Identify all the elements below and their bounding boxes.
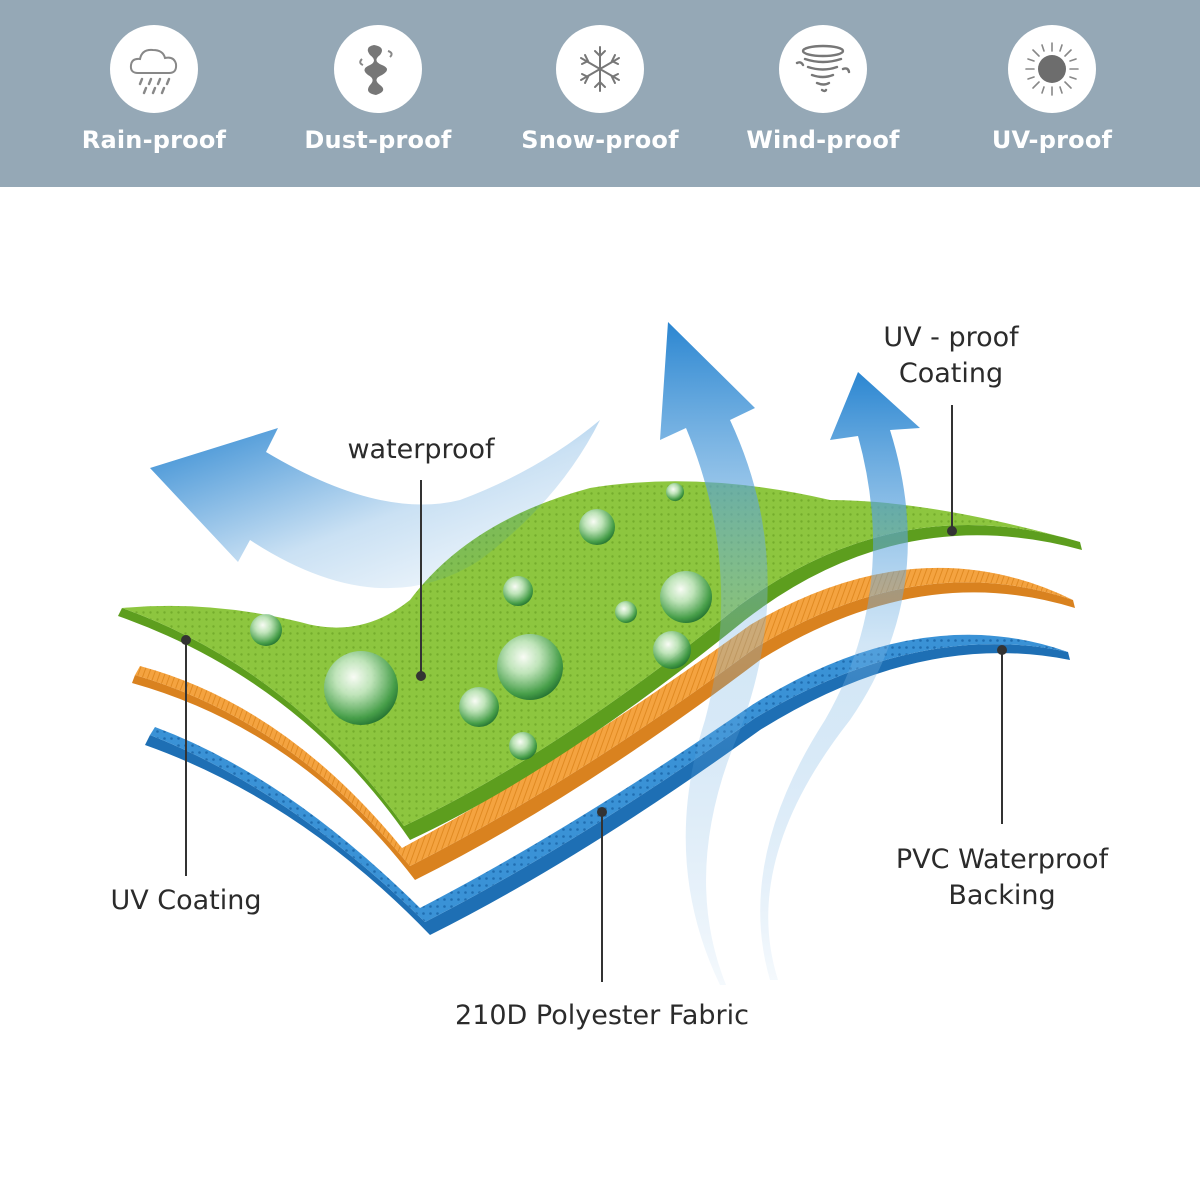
feature-label: Rain-proof [81,126,227,154]
feature-label: Wind-proof [746,126,900,154]
leader-dot [947,526,957,536]
feature-snow-proof: Snow-proof [490,22,710,172]
water-drop [503,576,533,606]
feature-wind-proof: Wind-proof [713,22,933,172]
leader-dot [416,671,426,681]
water-drop [459,687,499,727]
uv-proof-label-line2: Coating [898,358,1004,389]
leader-dot [181,635,191,645]
pvc-backing-label: PVC Waterproof Backing [880,842,1124,914]
arrow-left [150,420,600,589]
leader-dot [597,807,607,817]
feature-label: UV-proof [991,126,1113,154]
water-drop [509,732,537,760]
pvc-label-line1: PVC Waterproof [895,844,1109,875]
water-droplets [250,483,712,760]
water-drop [324,651,398,725]
leader-lines [185,405,1003,982]
feature-label: Snow-proof [521,126,679,154]
polyester-fabric-label: 210D Polyester Fabric [455,1000,749,1031]
feature-dust-proof: Dust-proof [268,22,488,172]
leader-dot [997,645,1007,655]
snowflake-icon [556,25,644,113]
uv-coating-label: UV Coating [110,885,262,916]
rain-cloud-icon [110,25,198,113]
feature-uv-proof: UV-proof [942,22,1162,172]
green-layer [118,481,1082,840]
water-drop [660,571,712,623]
waterproof-label: waterproof [347,434,495,465]
sun-icon [1008,25,1096,113]
water-drop [250,614,282,646]
dust-swirl-icon [334,25,422,113]
pvc-label-line2: Backing [948,880,1056,911]
feature-label: Dust-proof [304,126,452,154]
feature-banner: Rain-proof Dust-proof [0,0,1200,187]
fabric-layers-diagram [118,322,1082,985]
leader-dots [181,526,1007,817]
water-drop [666,483,684,501]
water-drop [615,601,637,623]
airflow-arrows [150,322,920,985]
feature-rain-proof: Rain-proof [44,22,264,172]
water-drop [579,509,615,545]
uv-proof-coating-label: UV - proof Coating [862,320,1040,392]
uv-proof-label-line1: UV - proof [883,322,1019,353]
arrow-center [660,322,768,985]
arrow-right [760,372,920,980]
tornado-icon [779,25,867,113]
water-drop [497,634,563,700]
water-drop [653,631,691,669]
